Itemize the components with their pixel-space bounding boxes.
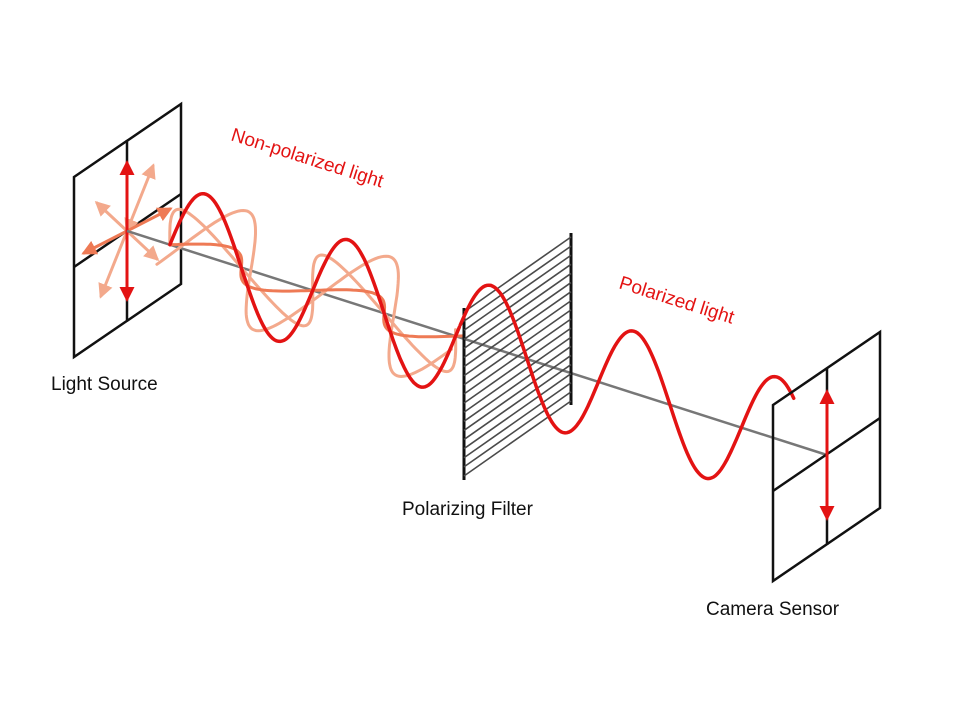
filter-grating-line bbox=[463, 236, 572, 313]
non-polarized-waves bbox=[155, 191, 465, 389]
filter-grating-line bbox=[463, 400, 572, 477]
primary-wave-unpolarized bbox=[168, 191, 462, 389]
filter-grating-line bbox=[463, 309, 572, 386]
filter-grating-line bbox=[463, 354, 572, 432]
light-source-arrows bbox=[81, 160, 173, 302]
filter-grating-line bbox=[463, 336, 572, 413]
camera-sensor-label: Camera Sensor bbox=[706, 599, 840, 620]
filter-grating-line bbox=[463, 382, 572, 459]
filter-grating-line bbox=[463, 391, 572, 468]
filter-grating-line bbox=[463, 300, 572, 377]
filter-grating-line bbox=[463, 254, 572, 331]
faded-wave-2 bbox=[155, 208, 453, 379]
filter-grating-line bbox=[463, 245, 572, 322]
filter-grating-line bbox=[463, 345, 572, 422]
filter-grating-line bbox=[463, 263, 572, 340]
filter-grating-line bbox=[463, 363, 572, 441]
polarized-wave bbox=[458, 283, 796, 481]
non-polarized-label: Non-polarized light bbox=[228, 125, 386, 193]
filter-grating-line bbox=[463, 318, 572, 395]
filter-grating-line bbox=[463, 327, 572, 404]
filter-grating-line bbox=[463, 373, 572, 450]
primary-wave-polarized bbox=[458, 283, 796, 481]
filter-grating-line bbox=[463, 272, 572, 350]
filter-grating-line bbox=[463, 281, 572, 359]
polarized-label: Polarized light bbox=[616, 273, 737, 329]
polarizing-filter bbox=[462, 233, 573, 480]
polarizing-filter-label: Polarizing Filter bbox=[402, 499, 534, 520]
light-source-label: Light Source bbox=[51, 374, 158, 395]
